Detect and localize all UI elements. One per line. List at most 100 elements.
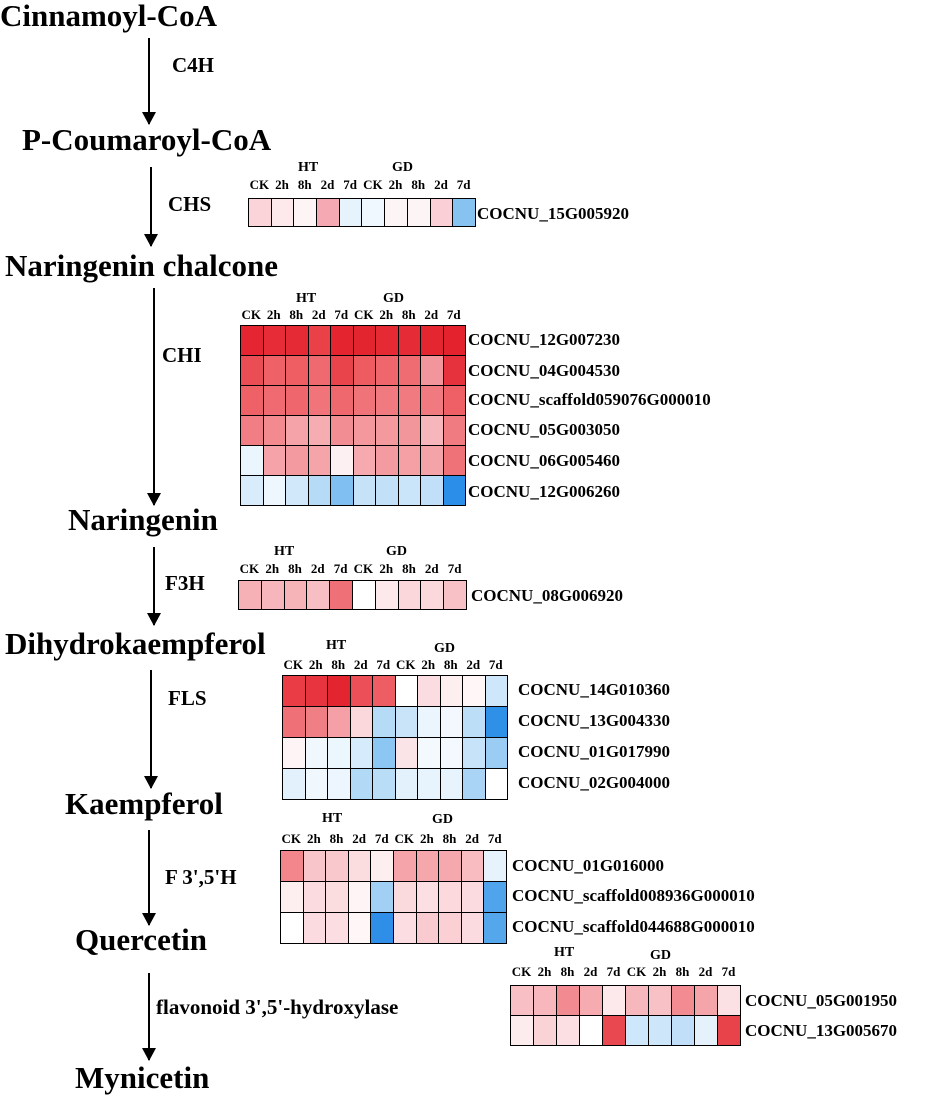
- heatmap-cell: [453, 199, 476, 227]
- enzyme-chs: CHS: [168, 192, 212, 216]
- heatmap-cell: [286, 416, 309, 446]
- heatmap-cell: [484, 882, 507, 913]
- heatmap-cell: [331, 356, 354, 386]
- heatmap-cell: [353, 386, 376, 416]
- column-label: 2h: [275, 177, 289, 192]
- heatmap-cell: [303, 851, 327, 882]
- heatmap-cell: [421, 326, 444, 356]
- compound-p-coumaroyl-coa: P-Coumaroyl-CoA: [22, 122, 272, 157]
- enzyme-c4h: C4H: [172, 53, 214, 77]
- heatmap-cell: [303, 913, 327, 944]
- heatmap-grid: [238, 580, 467, 610]
- column-label: 2h: [266, 307, 281, 322]
- column-label: 8h: [675, 964, 690, 979]
- group-label-ht: HT: [322, 811, 343, 826]
- group-label-ht: HT: [296, 291, 317, 306]
- heatmap-cell: [373, 676, 396, 707]
- column-label: 8h: [289, 307, 304, 322]
- heatmap-cell: [294, 199, 318, 227]
- enzyme-flavonoid-35-hydroxylase: flavonoid 3',5'-hydroxylase: [156, 995, 399, 1019]
- gene-label: COCNU_scaffold044688G000010: [512, 917, 755, 936]
- column-label: 2h: [379, 561, 394, 576]
- heatmap-cell: [444, 581, 467, 610]
- heatmap-cell: [376, 446, 399, 476]
- gene-label: COCNU_05G001950: [745, 991, 898, 1010]
- heatmap-cell: [463, 738, 486, 769]
- heatmap-cell: [484, 913, 507, 944]
- column-label: 2h: [652, 964, 667, 979]
- heatmap-grid: [280, 850, 507, 944]
- group-label-gd: GD: [386, 544, 407, 559]
- heatmap-cell: [395, 738, 418, 769]
- compound-cinnamoyl-coa: Cinnamoyl-CoA: [0, 0, 218, 33]
- gene-label: COCNU_13G004330: [518, 711, 671, 730]
- heatmap-cell: [463, 676, 486, 707]
- gene-label: COCNU_04G004530: [468, 361, 621, 380]
- gene-label: COCNU_12G007230: [468, 330, 621, 349]
- heatmap-cell: [376, 476, 399, 506]
- heatmap-cell: [376, 326, 399, 356]
- heatmap-cell: [353, 416, 376, 446]
- group-label-ht: HT: [554, 945, 575, 960]
- pathway-arrow: [142, 38, 156, 125]
- heatmap-cell: [284, 581, 308, 610]
- heatmap-cell: [241, 416, 264, 446]
- heatmap-cell: [263, 326, 286, 356]
- heatmap-cell: [373, 769, 396, 800]
- column-label: CK: [626, 964, 647, 979]
- heatmap-cell: [376, 416, 399, 446]
- heatmap-cell: [331, 326, 354, 356]
- heatmap-cell: [393, 913, 417, 944]
- heatmap-cell: [339, 199, 363, 227]
- heatmap-cell: [649, 986, 672, 1016]
- heatmap-cell: [443, 386, 466, 416]
- heatmap-cell: [395, 676, 418, 707]
- column-label: 2h: [265, 561, 280, 576]
- heatmap-cell: [241, 476, 264, 506]
- gene-label: COCNU_01G017990: [518, 742, 671, 761]
- heatmap-cell: [557, 986, 580, 1016]
- column-label: 2h: [388, 177, 403, 192]
- heatmap-cell: [281, 851, 304, 882]
- heatmap-cell: [348, 882, 372, 913]
- pathway-arrow: [147, 547, 161, 626]
- heatmap-cell: [261, 581, 285, 610]
- heatmap-cell: [326, 913, 349, 944]
- heatmap-cell: [263, 476, 286, 506]
- heatmap-cell: [239, 581, 262, 610]
- heatmap-cell: [580, 986, 603, 1016]
- heatmap-cell: [305, 676, 328, 707]
- enzyme-f35h: F 3',5'H: [165, 865, 237, 889]
- column-label: 8h: [401, 307, 416, 322]
- heatmap-cell: [393, 882, 417, 913]
- heatmap-cell: [308, 356, 331, 386]
- heatmap-cell: [626, 1016, 649, 1046]
- pathway-arrow: [142, 973, 156, 1061]
- column-label: CK: [354, 307, 374, 322]
- heatmap-cell: [307, 581, 331, 610]
- heatmap-cell: [421, 581, 445, 610]
- heatmap-cell: [271, 199, 295, 227]
- heatmap-cell: [443, 326, 466, 356]
- heatmap-cell: [416, 913, 440, 944]
- heatmap-cell: [328, 676, 351, 707]
- heatmap-cell: [461, 913, 485, 944]
- group-label-gd: GD: [432, 812, 453, 827]
- heatmap-cell: [398, 326, 421, 356]
- heatmap-cell: [283, 676, 306, 707]
- heatmap-cell: [398, 416, 421, 446]
- heatmap-cell: [603, 1016, 626, 1046]
- column-label: 2d: [320, 177, 335, 192]
- column-label: CK: [511, 964, 532, 979]
- compound-naringenin: Naringenin: [68, 502, 218, 537]
- column-label: 2h: [379, 307, 394, 322]
- gene-label: COCNU_scaffold059076G000010: [468, 390, 711, 409]
- heatmap-cell: [416, 851, 440, 882]
- heatmap-cell: [672, 986, 695, 1016]
- heatmap-cell: [439, 851, 462, 882]
- column-label: 2d: [424, 561, 439, 576]
- heatmap-cell: [286, 386, 309, 416]
- group-label-ht: HT: [274, 544, 295, 559]
- heatmap-cell: [376, 386, 399, 416]
